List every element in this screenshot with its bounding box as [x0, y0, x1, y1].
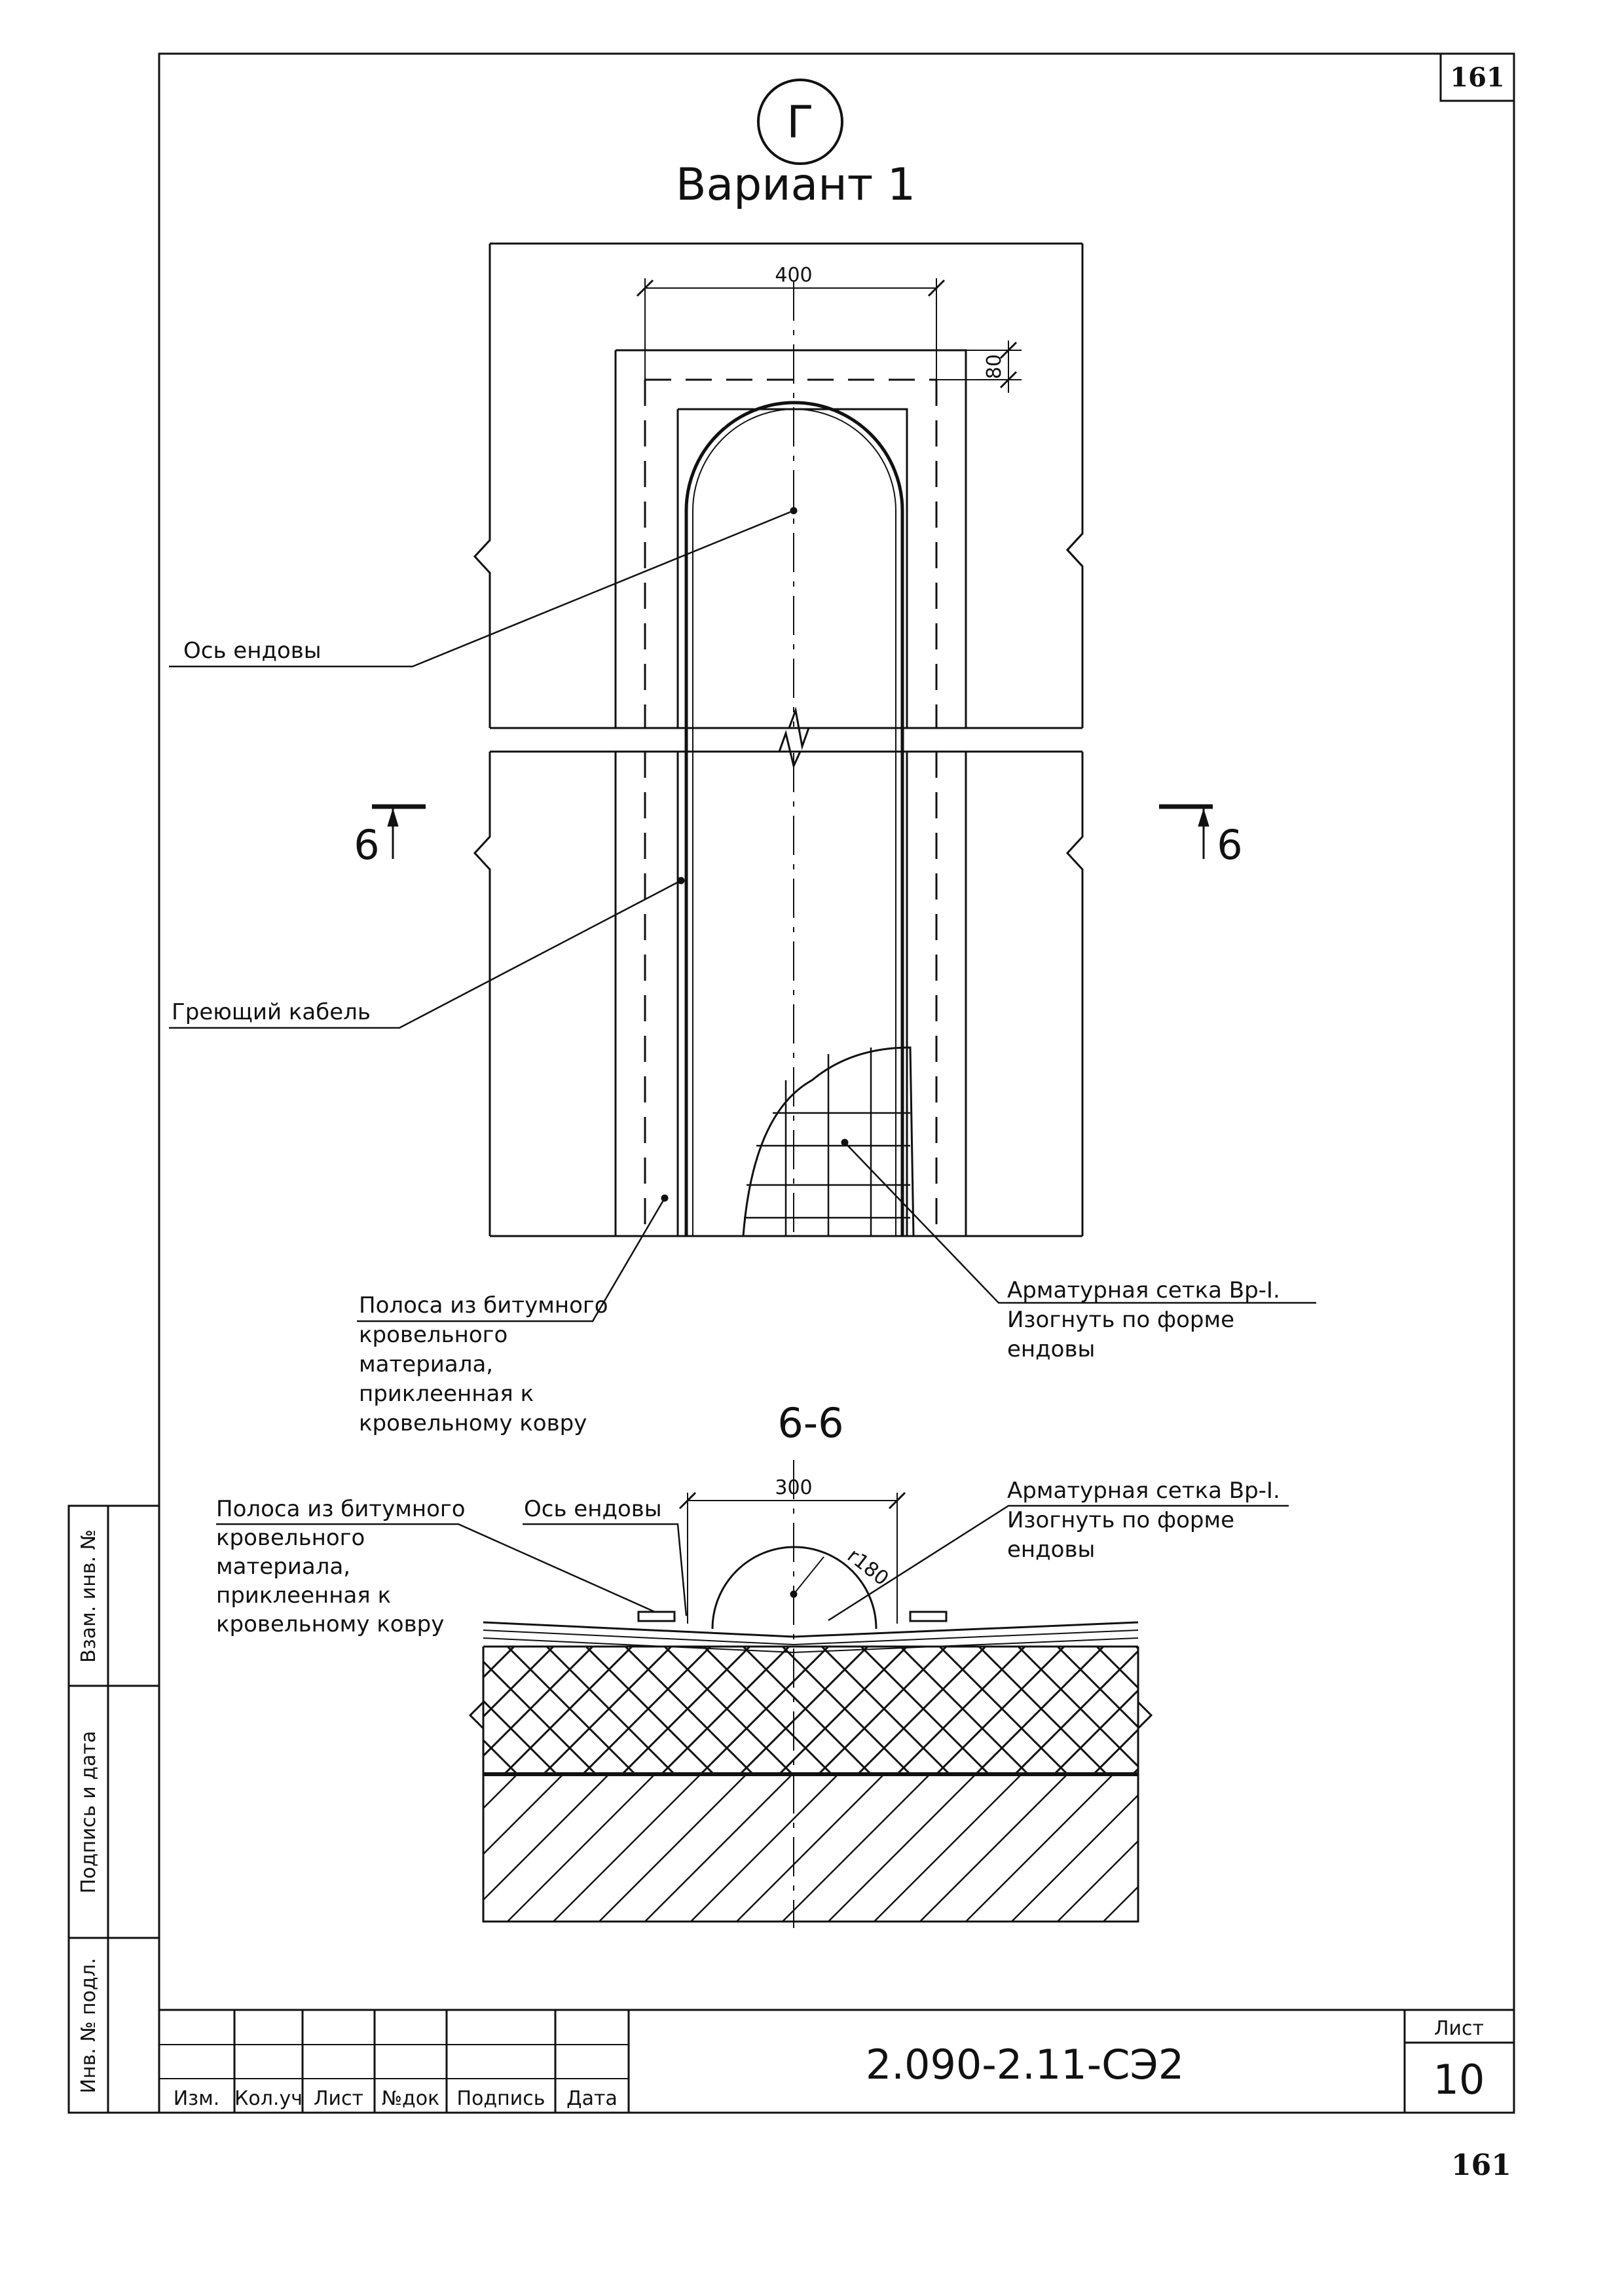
side-field-inventory: Инв. № подл. [77, 1958, 100, 2094]
sheet-number: 10 [1433, 2056, 1485, 2104]
sheet-frame: 161 [158, 52, 1515, 2114]
marker-letter: Г [786, 97, 813, 149]
label-strip-plan: Полоса из битумного кровельного материал… [359, 1292, 608, 1436]
svg-text:кровельного: кровельного [216, 1525, 365, 1551]
svg-text:Подпись: Подпись [457, 2087, 545, 2110]
svg-text:Изм.: Изм. [174, 2087, 220, 2110]
svg-text:Арматурная сетка Вр-I.: Арматурная сетка Вр-I. [1007, 1277, 1280, 1303]
section-view [216, 1460, 1289, 1928]
title-block-columns: Изм. Кол.уч Лист №док Подпись Дата [174, 2087, 618, 2110]
svg-text:Изогнуть по форме: Изогнуть по форме [1007, 1507, 1234, 1533]
section-mark-left: 6 [354, 821, 379, 869]
label-strip-section: Полоса из битумного кровельного материал… [216, 1496, 466, 1637]
label-mesh-plan: Арматурная сетка Вр-I. Изогнуть по форме… [1007, 1277, 1280, 1362]
page-number-top: 161 [1450, 62, 1505, 93]
svg-text:приклеенная к: приклеенная к [216, 1582, 391, 1609]
label-valley-axis: Ось ендовы [183, 638, 322, 664]
plan-dim-width: 400 [775, 264, 812, 287]
svg-text:Арматурная сетка Вр-I.: Арматурная сетка Вр-I. [1007, 1478, 1280, 1504]
svg-text:приклеенная к: приклеенная к [359, 1381, 534, 1407]
side-field-replacement: Взам. инв. № [77, 1529, 100, 1663]
section-dim-width: 300 [775, 1476, 812, 1499]
page-number-bottom: 161 [1451, 2149, 1511, 2182]
svg-text:Изогнуть по форме: Изогнуть по форме [1007, 1307, 1234, 1333]
svg-text:ендовы: ендовы [1007, 1336, 1095, 1362]
sheet-label: Лист [1434, 2017, 1484, 2040]
svg-text:Дата: Дата [566, 2087, 618, 2110]
document-code: 2.090-2.11-СЭ2 [866, 2041, 1184, 2088]
variant-header: Г Вариант 1 [676, 79, 915, 211]
plan-dim-offset: 80 [983, 354, 1006, 379]
side-field-signature-date: Подпись и дата [77, 1731, 100, 1894]
title-block [159, 2009, 1514, 2113]
section-title: 6-6 [777, 1399, 843, 1447]
svg-text:№док: №док [382, 2087, 439, 2110]
svg-text:кровельного: кровельного [359, 1322, 507, 1348]
svg-text:ендовы: ендовы [1007, 1537, 1095, 1563]
marker-circle [757, 79, 843, 165]
section-label-valley-axis: Ось ендовы [524, 1496, 662, 1522]
svg-text:Полоса из битумного: Полоса из битумного [216, 1496, 466, 1522]
svg-text:материала,: материала, [359, 1351, 493, 1377]
svg-text:кровельному ковру: кровельному ковру [359, 1410, 587, 1436]
plan-view [169, 242, 1316, 1322]
page-title: Вариант 1 [676, 159, 915, 211]
section-mark-right: 6 [1217, 821, 1242, 869]
svg-text:Полоса из битумного: Полоса из битумного [359, 1292, 608, 1319]
label-heating-cable: Греющий кабель [172, 999, 371, 1025]
svg-text:Кол.уч: Кол.уч [234, 2087, 303, 2110]
label-mesh-section: Арматурная сетка Вр-I. Изогнуть по форме… [1007, 1478, 1280, 1563]
svg-text:материала,: материала, [216, 1554, 350, 1580]
svg-text:кровельному ковру: кровельному ковру [216, 1611, 444, 1637]
side-stamp [67, 1504, 160, 2114]
svg-text:Лист: Лист [314, 2087, 363, 2110]
